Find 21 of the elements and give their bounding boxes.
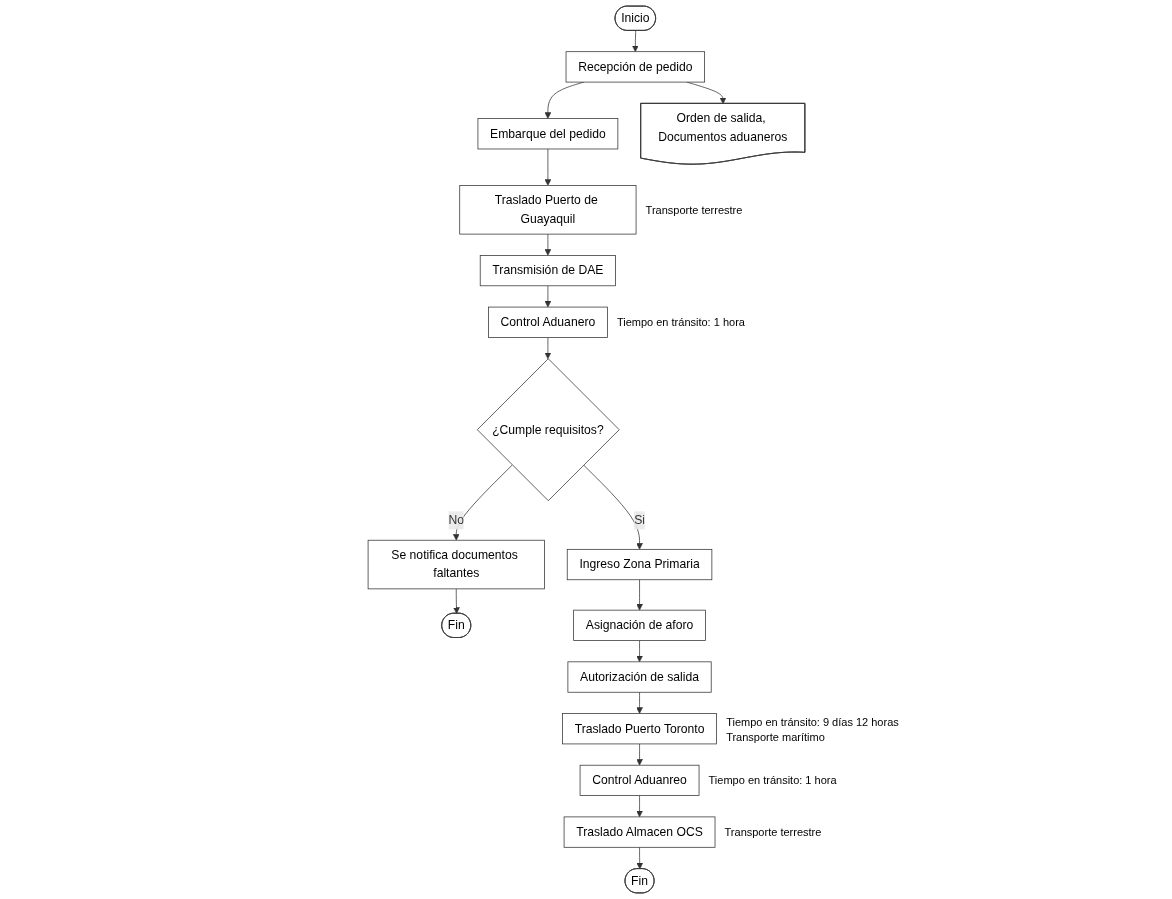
node-caption: Transporte terrestre <box>724 826 822 839</box>
node-box: Recepción de pedido <box>565 51 705 83</box>
node-box: Autorización de salida <box>567 661 712 693</box>
node-caption: Tiempo en tránsito: 1 hora <box>616 316 745 329</box>
node-box: Traslado Puerto de Guayaquil <box>458 185 636 235</box>
node-box: Control Aduanero <box>487 306 608 338</box>
node-caption: Transporte terrestre <box>645 203 743 216</box>
node-box: Asignación de aforo <box>572 609 706 641</box>
node-caption: Tiempo en tránsito: 1 hora <box>708 774 837 787</box>
node-box: Traslado Puerto Toronto <box>561 713 717 745</box>
node-box: Traslado Almacen OCS <box>563 816 715 848</box>
edge-label: Si <box>633 513 645 527</box>
node-caption: Transporte marítimo <box>726 730 826 743</box>
node-diamond: ¿Cumple requisitos? <box>476 358 620 502</box>
node-box: Embarque del pedido <box>477 118 618 150</box>
node-box: Transmisión de DAE <box>479 255 616 287</box>
node-box: Se notifica documentos faltantes <box>367 539 545 590</box>
node-box: Control Aduanreo <box>579 764 699 796</box>
edge-label: No <box>448 513 464 527</box>
node-caption: Tiempo en tránsito: 9 días 12 horas <box>726 715 899 728</box>
node-box: Ingreso Zona Primaria <box>566 548 712 581</box>
